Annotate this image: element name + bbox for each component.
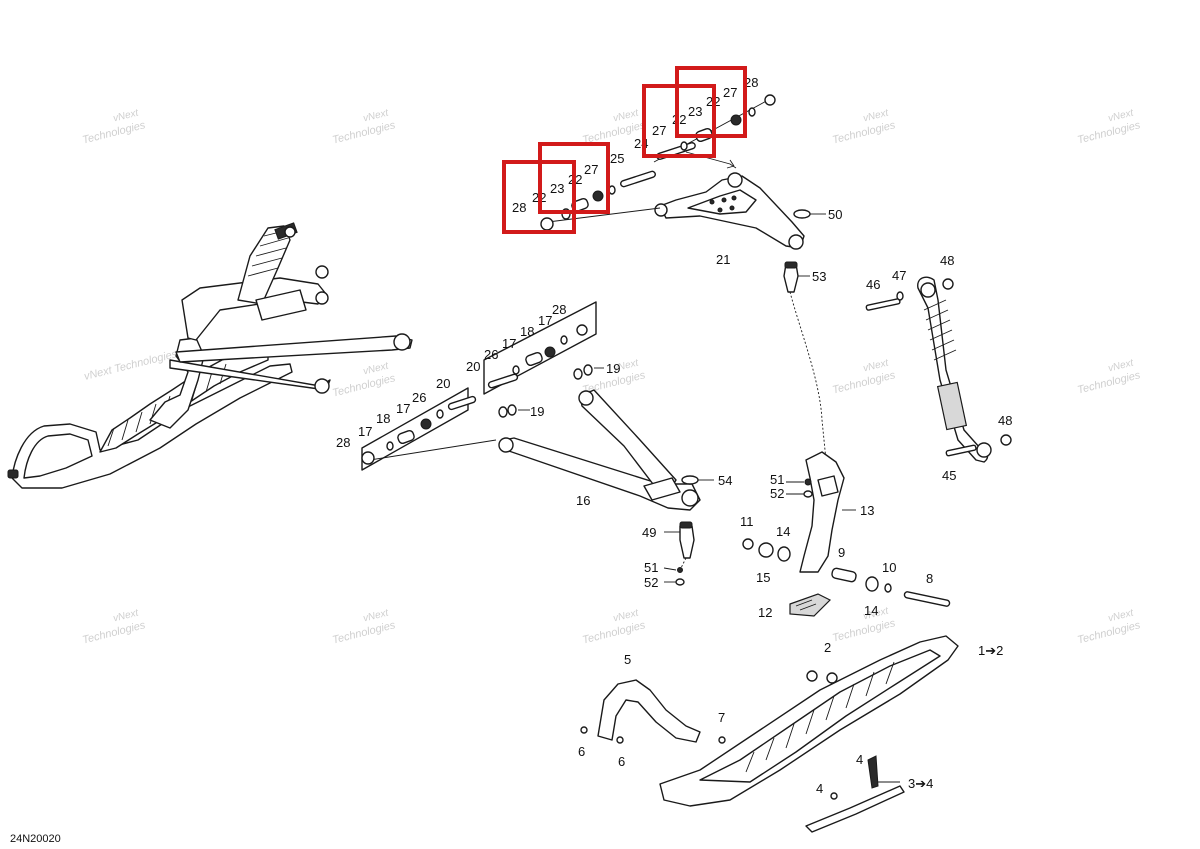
callout-17: 17 <box>396 401 410 416</box>
callout-26: 26 <box>484 347 498 362</box>
callout-18: 18 <box>520 324 534 339</box>
watermark: vNext Technologies <box>831 107 897 146</box>
ski-exploded <box>580 635 959 833</box>
callout-25: 25 <box>610 151 624 166</box>
watermark: vNext Technologies <box>831 605 897 644</box>
callout-54: 54 <box>718 473 732 488</box>
callout-3-4: 3➔4 <box>908 776 933 791</box>
watermark: vNext Technologies <box>331 107 397 146</box>
highlight-boxes <box>502 66 747 234</box>
svg-text:vNext Technologies: vNext Technologies <box>83 348 179 383</box>
callout-6: 6 <box>578 744 585 759</box>
callout-27: 27 <box>652 123 666 138</box>
callout-5: 5 <box>624 652 631 667</box>
spindle-assembly <box>742 451 951 617</box>
callout-7: 7 <box>718 710 725 725</box>
watermark: vNext Technologies <box>331 360 397 399</box>
callout-14: 14 <box>864 603 878 618</box>
callout-48: 48 <box>998 413 1012 428</box>
watermark: vNext Technologies <box>83 348 179 383</box>
callout-49: 49 <box>642 525 656 540</box>
callout-11: 11 <box>740 514 754 529</box>
callout-48: 48 <box>940 253 954 268</box>
callout-45: 45 <box>942 468 956 483</box>
callout-19: 19 <box>530 404 544 419</box>
watermark: vNext Technologies <box>81 607 147 646</box>
callout-14: 14 <box>776 524 790 539</box>
callout-24: 24 <box>634 136 648 151</box>
callout-22: 22 <box>672 112 686 127</box>
callout-6: 6 <box>618 754 625 769</box>
callout-19: 19 <box>606 361 620 376</box>
callout-20: 20 <box>466 359 480 374</box>
callout-1-2: 1➔2 <box>978 643 1003 658</box>
callout-26: 26 <box>412 390 426 405</box>
callout-27: 27 <box>723 85 737 100</box>
callout-47: 47 <box>892 268 906 283</box>
callout-17: 17 <box>538 313 552 328</box>
callout-17: 17 <box>358 424 372 439</box>
watermark: vNext Technologies <box>581 607 647 646</box>
callout-51: 51 <box>644 560 658 575</box>
callouts: 1➔2 2 3➔4 4 4 5 6 6 7 8 9 10 11 12 13 14… <box>336 75 1012 796</box>
callout-28: 28 <box>744 75 758 90</box>
assembled-ski-suspension <box>7 222 413 489</box>
callout-28: 28 <box>552 302 566 317</box>
callout-10: 10 <box>882 560 896 575</box>
watermark: vNext Technologies <box>1076 607 1142 646</box>
callout-28: 28 <box>336 435 350 450</box>
callout-50: 50 <box>828 207 842 222</box>
callout-13: 13 <box>860 503 874 518</box>
callout-18: 18 <box>376 411 390 426</box>
callout-9: 9 <box>838 545 845 560</box>
callout-4: 4 <box>856 752 863 767</box>
callout-21: 21 <box>716 252 730 267</box>
watermark: vNext Technologies <box>831 357 897 396</box>
callout-52: 52 <box>644 575 658 590</box>
callout-52: 52 <box>770 486 784 501</box>
callout-16: 16 <box>576 493 590 508</box>
lower-a-arm-assembly <box>361 301 714 586</box>
watermark: vNext Technologies <box>1076 357 1142 396</box>
diagram-reference: 24N20020 <box>10 833 61 845</box>
callout-20: 20 <box>436 376 450 391</box>
highlight-box <box>538 142 610 214</box>
callout-23: 23 <box>550 181 564 196</box>
callout-51: 51 <box>770 472 784 487</box>
callout-53: 53 <box>812 269 826 284</box>
watermark: vNext Technologies <box>1076 107 1142 146</box>
shock-absorber <box>865 276 1012 463</box>
callout-23: 23 <box>688 104 702 119</box>
callout-2: 2 <box>824 640 831 655</box>
highlight-box <box>675 66 747 138</box>
callout-4: 4 <box>816 781 823 796</box>
callout-12: 12 <box>758 605 772 620</box>
callout-46: 46 <box>866 277 880 292</box>
watermark: vNext Technologies <box>331 607 397 646</box>
callout-27: 27 <box>584 162 598 177</box>
callout-28: 28 <box>512 200 526 215</box>
callout-17: 17 <box>502 336 516 351</box>
callout-15: 15 <box>756 570 770 585</box>
callout-8: 8 <box>926 571 933 586</box>
watermark: vNext Technologies <box>81 107 147 146</box>
